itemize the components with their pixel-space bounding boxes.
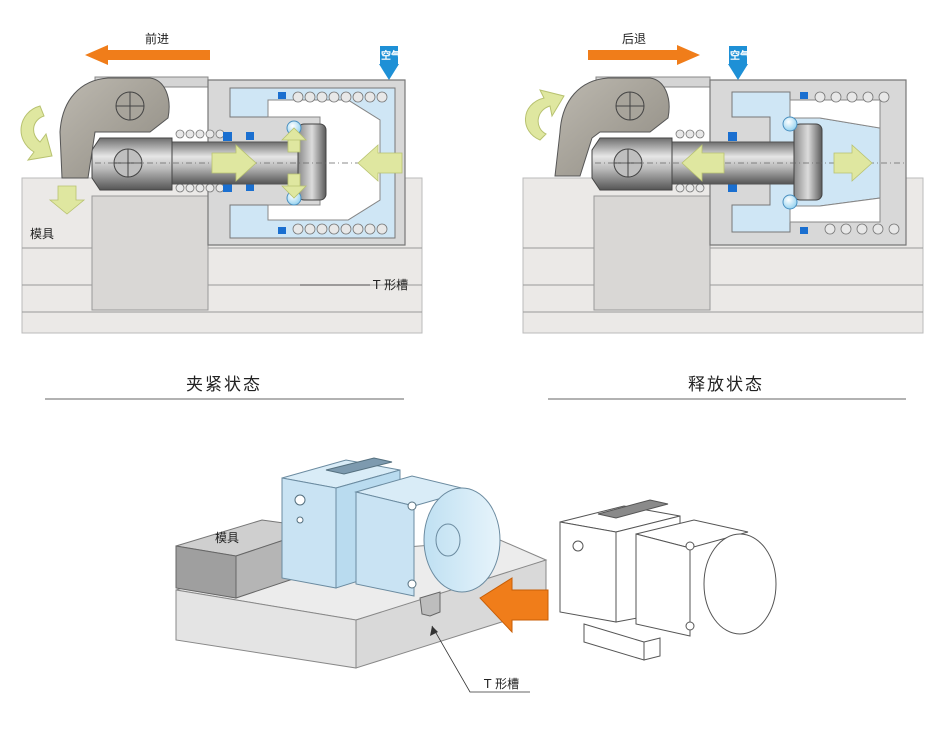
retract-label: 后退 [622,32,646,46]
release-state-panel: 后退 空气 [522,32,924,334]
iso-t-slot-label: T 形槽 [483,677,519,691]
iso-mold-label: 模具 [215,531,239,545]
isometric-view: 模具 [175,457,777,693]
advance-label: 前进 [145,31,169,46]
clamp-state-panel: 前进 空气 模具 T 形槽 [20,31,423,334]
release-air-arrow [728,64,748,80]
advance-arrow [85,45,210,65]
release-air-badge [729,46,747,64]
air-inlet-arrow [379,64,399,80]
air-inlet-badge [380,46,398,64]
retract-arrow [588,45,700,65]
iso-push-arrow [479,577,549,634]
air-label: 空气 [381,49,401,62]
t-slot-label: T 形槽 [372,278,408,292]
release-air-label: 空气 [730,49,750,62]
release-state-caption: 释放状态 [688,375,764,395]
clamp-state-caption: 夹紧状态 [186,375,262,395]
mold-label: 模具 [30,227,54,241]
